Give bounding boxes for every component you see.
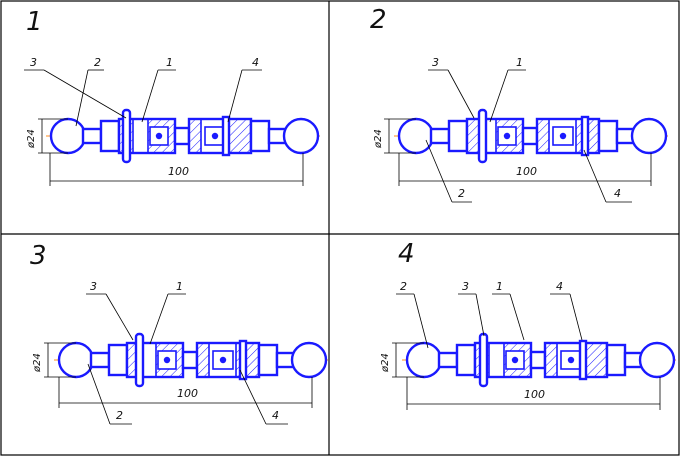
diameter-label: ø24	[32, 353, 43, 373]
diameter-label: ø24	[26, 129, 37, 149]
assembly-drawing	[44, 117, 322, 155]
callout-4: 4	[556, 280, 563, 293]
callout-4: 4	[272, 409, 279, 422]
callout-2: 2	[458, 187, 465, 200]
assembly-drawing	[392, 117, 670, 155]
length-label: 100	[524, 388, 545, 401]
callout-2: 2	[94, 56, 101, 69]
panel-3: 3 ø24 100 3 1 2 4	[30, 241, 330, 425]
panel-number: 1	[26, 7, 43, 37]
length-label: 100	[168, 165, 189, 178]
callout-1: 1	[516, 56, 523, 69]
callout-1: 1	[496, 280, 503, 293]
callout-3: 3	[462, 280, 469, 293]
callout-4: 4	[252, 56, 259, 69]
panel-4: 4 ø24 100 2 3 1 4	[380, 239, 678, 410]
panel-number: 4	[398, 239, 415, 269]
diameter-label: ø24	[380, 353, 391, 373]
panel-number: 3	[30, 241, 47, 271]
callout-3: 3	[30, 56, 37, 69]
callout-1: 1	[166, 56, 173, 69]
panel-1: 1 ø24 100 3 2 1 4	[24, 7, 322, 186]
panel-number: 2	[370, 5, 387, 35]
panel-2: 2 ø24 100 3 1 2 4	[370, 5, 670, 203]
callout-3: 3	[432, 56, 439, 69]
callout-1: 1	[176, 280, 183, 293]
callout-3: 3	[90, 280, 97, 293]
assembly-drawing	[52, 341, 330, 379]
length-label: 100	[516, 165, 537, 178]
length-label: 100	[177, 387, 198, 400]
callout-2: 2	[400, 280, 407, 293]
diameter-label: ø24	[373, 129, 384, 149]
assembly-drawing	[400, 341, 678, 379]
callout-4: 4	[614, 187, 621, 200]
callout-2: 2	[116, 409, 123, 422]
